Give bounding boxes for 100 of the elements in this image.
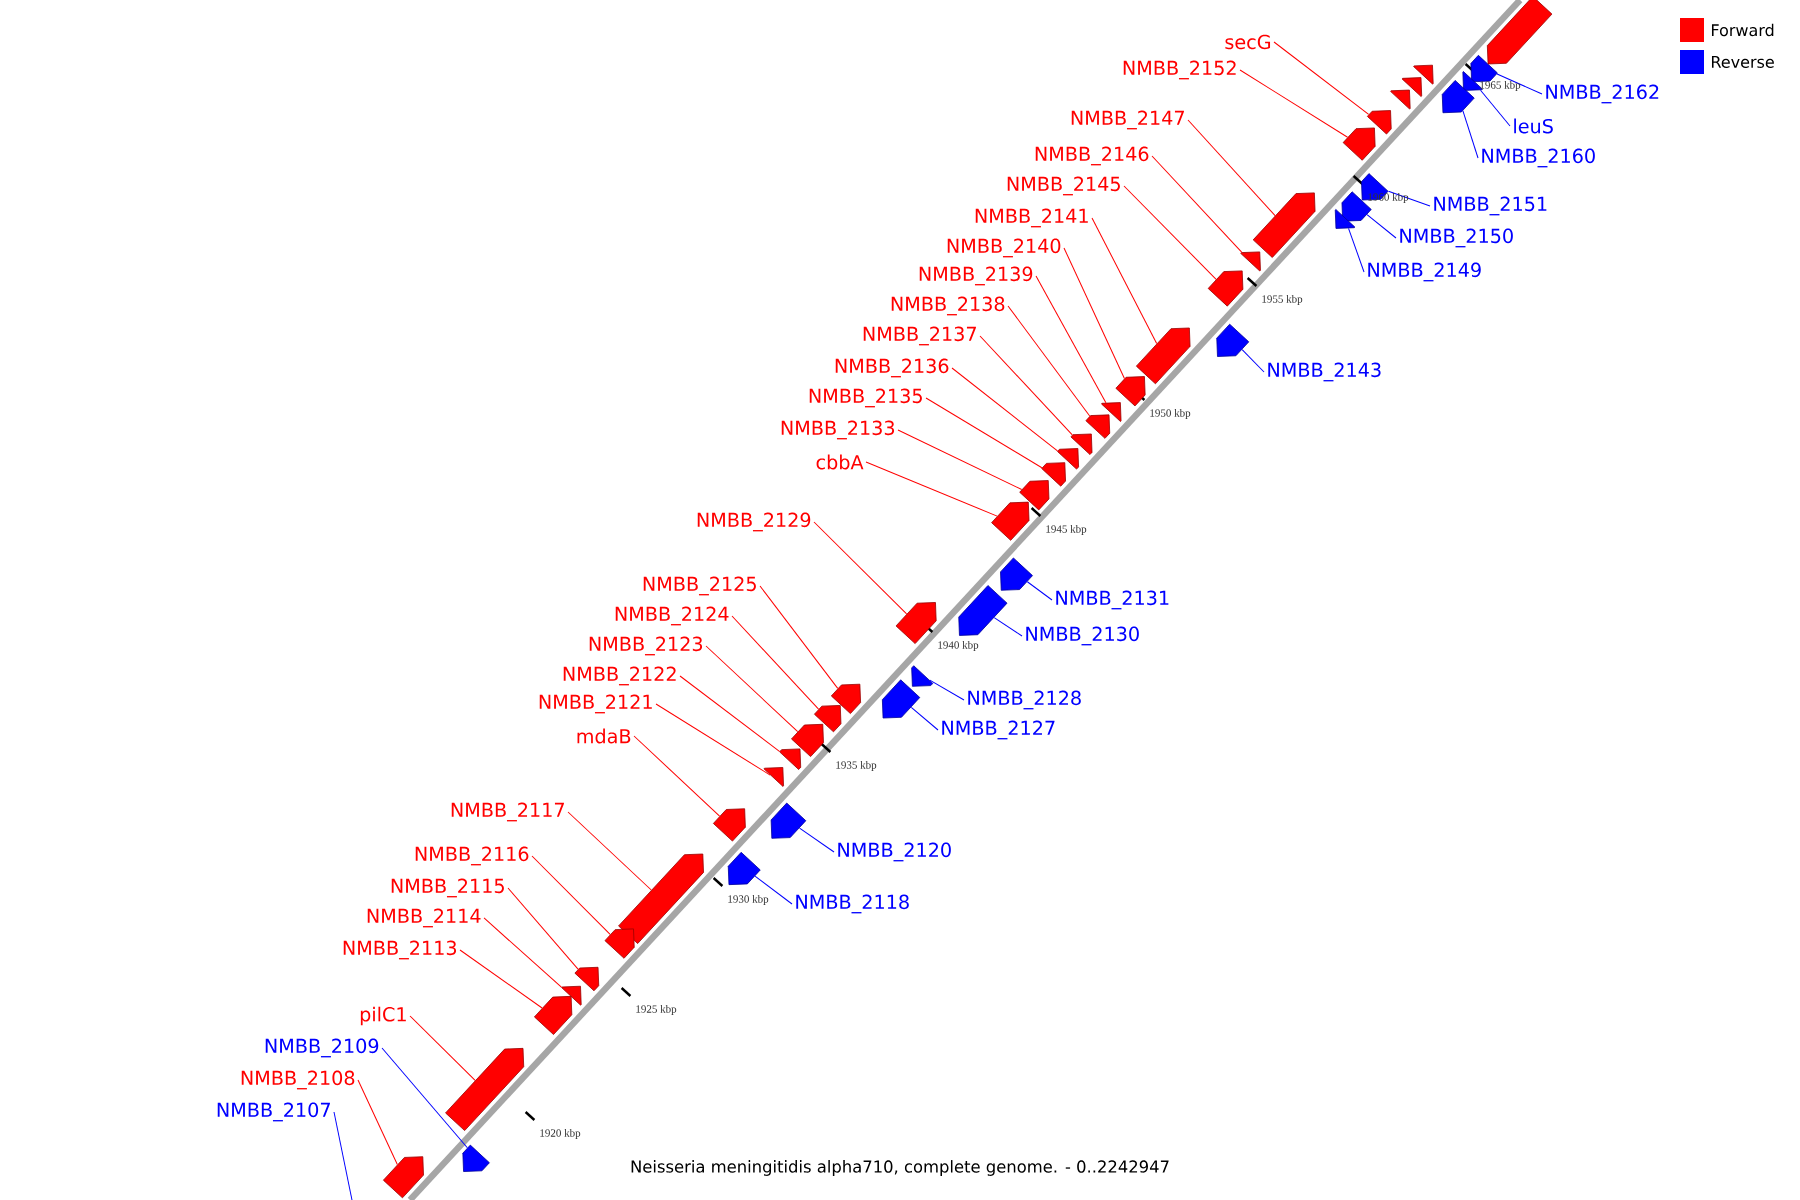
gene-block — [958, 585, 1008, 636]
gene-block — [1216, 323, 1250, 357]
leader-line — [679, 675, 780, 752]
gene-label: NMBB_2121 — [539, 694, 652, 714]
gene-label: cbbA — [816, 454, 864, 470]
gene-block — [1334, 209, 1356, 229]
leader-line — [1366, 214, 1397, 239]
leader-line — [1123, 185, 1217, 280]
gene-label: pilC1 — [360, 1006, 406, 1026]
gene-block — [727, 851, 761, 886]
legend-label: Forward — [1712, 23, 1774, 37]
leader-line — [459, 949, 543, 1009]
leader-line — [1007, 305, 1091, 417]
gene-block — [1085, 414, 1111, 439]
gene-block — [1341, 191, 1372, 222]
gene-label: NMBB_2149 — [1368, 262, 1481, 282]
gene-block — [574, 966, 600, 992]
leader-line — [333, 1111, 353, 1200]
gene-block — [1057, 448, 1079, 470]
gene-block — [1115, 376, 1146, 407]
leader-line — [979, 335, 1073, 436]
gene-block — [1390, 89, 1411, 110]
gene-block — [1401, 77, 1423, 97]
leader-line — [929, 679, 965, 701]
gene-label: NMBB_2137 — [863, 326, 976, 346]
gene-label: NMBB_2114 — [367, 908, 481, 928]
gene-block — [1240, 251, 1261, 272]
gene-label: NMBB_2162 — [1546, 84, 1659, 104]
gene-label: NMBB_2130 — [1026, 626, 1139, 646]
gene-block — [895, 602, 937, 644]
gene-block — [1462, 71, 1483, 91]
gene-block — [1367, 110, 1392, 135]
gene-block — [561, 985, 582, 1006]
leader-line — [1480, 89, 1511, 127]
gene-label: NMBB_2151 — [1434, 196, 1547, 216]
gene-block — [1019, 480, 1050, 511]
leader-line — [409, 1015, 476, 1081]
leader-line — [507, 887, 579, 970]
leader-line — [357, 1079, 398, 1165]
leader-line — [865, 461, 998, 517]
gene-label: NMBB_2120 — [838, 842, 951, 862]
gene-label: NMBB_2128 — [968, 690, 1081, 710]
leader-line — [705, 645, 799, 733]
gene-block — [1470, 54, 1498, 83]
gene-block — [770, 802, 807, 839]
leader-line — [633, 735, 721, 817]
gene-label: NMBB_2117 — [451, 802, 564, 822]
gene-label: secG — [1225, 34, 1271, 50]
gene-label: NMBB_2129 — [697, 512, 811, 532]
gene-block — [1101, 402, 1122, 422]
gene-label: NMBB_2152 — [1123, 60, 1236, 80]
gene-block — [991, 501, 1030, 541]
gene-label: NMBB_2140 — [947, 238, 1061, 258]
gene-label: NMBB_2115 — [391, 878, 504, 898]
leader-line — [1187, 119, 1276, 217]
gene-label: NMBB_2107 — [217, 1102, 330, 1122]
leader-line — [754, 875, 793, 905]
gene-label: NMBB_2125 — [643, 576, 756, 596]
gene-block — [445, 1047, 525, 1131]
leader-line — [567, 811, 652, 891]
gene-label: NMBB_2118 — [796, 894, 909, 914]
gene-block — [1252, 192, 1316, 258]
gene-label: NMBB_2133 — [781, 420, 895, 440]
leader-line — [655, 703, 771, 776]
gene-block — [1070, 433, 1093, 455]
leader-line — [381, 1047, 468, 1149]
leader-line — [799, 827, 835, 853]
gene-block — [1441, 80, 1475, 114]
gene-block — [1486, 0, 1553, 65]
gene-block — [383, 1156, 424, 1199]
leader-line — [1388, 190, 1431, 207]
leader-line — [1462, 110, 1479, 159]
gene-label: NMBB_2138 — [891, 296, 1005, 316]
gene-label: NMBB_2113 — [343, 940, 457, 960]
gene-label: NMBB_2127 — [942, 720, 1055, 740]
leader-line — [1496, 73, 1543, 95]
leader-line — [813, 521, 908, 615]
gene-block — [712, 808, 746, 842]
leader-line — [759, 585, 839, 689]
leader-line — [531, 855, 611, 935]
gene-block — [830, 683, 861, 714]
leader-line — [925, 397, 1043, 469]
gene-label: NMBB_2131 — [1056, 590, 1169, 610]
gene-block — [604, 928, 635, 959]
leader-line — [951, 367, 1058, 452]
gene-label: NMBB_2147 — [1071, 110, 1184, 130]
legend-label: Reverse — [1712, 56, 1774, 68]
gene-block — [763, 767, 784, 787]
leader-line — [910, 706, 939, 731]
gene-label: NMBB_2160 — [1482, 148, 1595, 168]
gene-block — [534, 995, 573, 1035]
gene-block — [779, 748, 802, 770]
gene-label: NMBB_2116 — [415, 846, 529, 866]
gene-label: leuS — [1514, 118, 1553, 134]
gene-label: NMBB_2141 — [975, 208, 1088, 228]
leader-line — [993, 617, 1023, 637]
gene-block — [1135, 327, 1191, 385]
gene-block — [791, 723, 824, 757]
leader-line — [897, 429, 1023, 490]
gene-block — [1041, 462, 1066, 487]
